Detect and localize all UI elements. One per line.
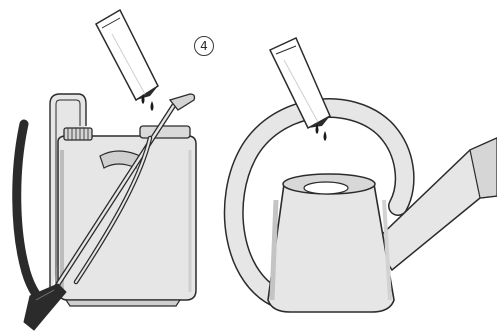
can-body xyxy=(268,177,394,312)
sachet-left-body xyxy=(96,10,158,100)
drop-left-2 xyxy=(151,101,154,111)
backpack-sprayer xyxy=(17,94,196,330)
sprayer-pump-top xyxy=(140,126,190,138)
watering-can xyxy=(234,108,497,312)
sachet-left xyxy=(96,10,158,111)
step-number-badge: 4 xyxy=(194,36,214,56)
can-opening xyxy=(304,182,348,194)
sprayer-strap xyxy=(17,124,46,306)
drop-right-2 xyxy=(324,131,327,141)
step-number-text: 4 xyxy=(200,40,208,52)
